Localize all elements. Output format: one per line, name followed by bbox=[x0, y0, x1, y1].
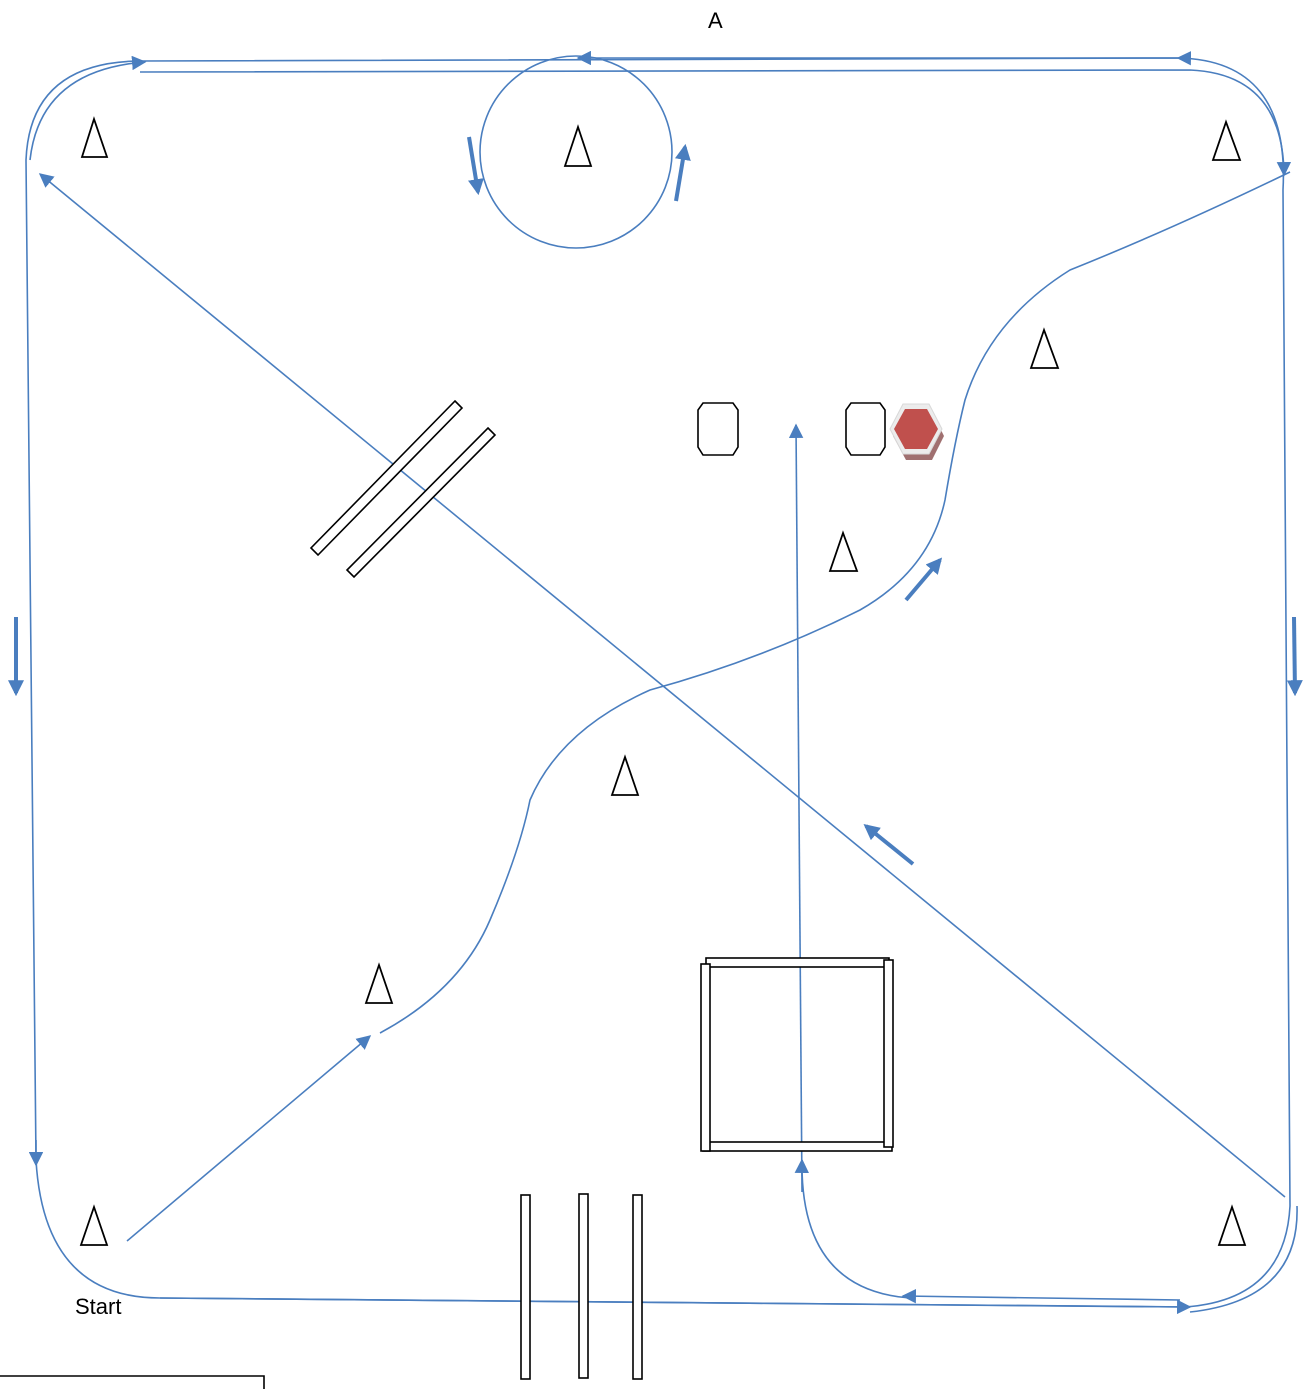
barrel-icon bbox=[697, 402, 739, 456]
vertical-poles bbox=[520, 1193, 643, 1380]
corner-frame bbox=[0, 1375, 265, 1389]
diagonal-path-long bbox=[38, 173, 1286, 1198]
barrels bbox=[697, 402, 886, 456]
circle-path bbox=[479, 55, 673, 249]
cone-icon bbox=[610, 754, 640, 796]
outer-loop-path bbox=[25, 50, 1298, 1315]
serpentine-path bbox=[379, 171, 1291, 1034]
hexagon-stop-icon bbox=[889, 403, 944, 460]
cone-icon bbox=[1029, 327, 1060, 369]
direction-arrows bbox=[8, 136, 1303, 866]
cone-icon bbox=[828, 530, 859, 572]
cone-icon bbox=[364, 962, 394, 1004]
cone-icon bbox=[563, 124, 593, 167]
cone-icon bbox=[1211, 119, 1242, 161]
cone-icon bbox=[79, 1204, 109, 1246]
diagonal-poles bbox=[309, 399, 497, 579]
center-vertical-path bbox=[788, 423, 911, 1299]
cone-icon bbox=[1217, 1204, 1247, 1246]
label-start: Start bbox=[75, 1294, 122, 1319]
cone-icon bbox=[80, 116, 109, 158]
square-box bbox=[700, 957, 894, 1152]
label-a: A bbox=[708, 8, 723, 33]
start-diagonal-path bbox=[126, 1035, 372, 1242]
barrel-icon bbox=[845, 402, 886, 456]
cones bbox=[79, 116, 1247, 1246]
